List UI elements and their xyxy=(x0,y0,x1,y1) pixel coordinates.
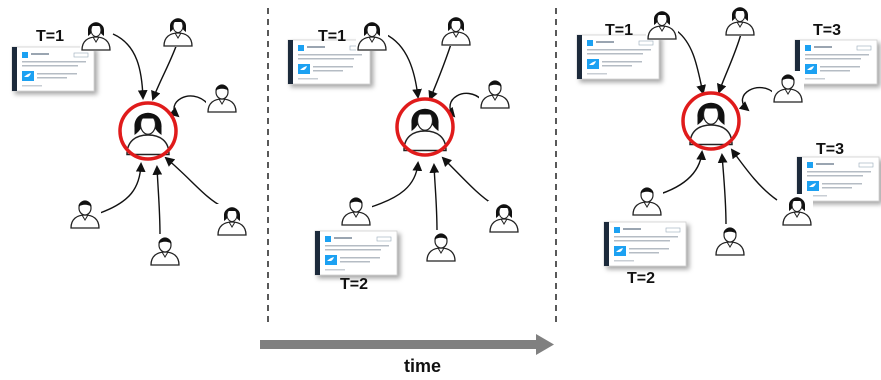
person-female-p3-2 xyxy=(724,4,756,36)
central-user-p2 xyxy=(395,97,455,157)
arrow-p3-from-top-left xyxy=(676,30,706,95)
person-male-p2-2 xyxy=(340,194,372,226)
person-male-p1-3 xyxy=(149,234,181,266)
tweet-card-p2-t2 xyxy=(314,230,398,276)
tweet-card-p3-t1 xyxy=(576,34,660,80)
person-female-p3-3 xyxy=(781,194,813,226)
highlight-ring xyxy=(681,91,741,151)
time-label-panel3-t1: T=1 xyxy=(605,22,634,39)
time-label-panel2-t2: T=2 xyxy=(340,276,369,293)
time-label-panel2-t1: T=1 xyxy=(318,28,347,45)
central-user-p1 xyxy=(118,101,178,161)
person-female-p1-2 xyxy=(162,15,194,47)
person-male-p3-2 xyxy=(631,184,663,216)
timeline-label: time xyxy=(404,356,442,376)
person-male-p3-3 xyxy=(714,224,746,256)
person-male-p2-1 xyxy=(479,77,511,109)
person-female-p2-2 xyxy=(440,14,472,46)
person-male-p1-1 xyxy=(206,81,238,113)
arrow-p3-from-bottom-right xyxy=(730,148,778,201)
tweet-card-p1-t1 xyxy=(11,46,95,92)
arrow-p1-from-bottom-right xyxy=(164,156,224,208)
time-label-panel3-t3-bottom: T=3 xyxy=(816,141,845,158)
time-label-panel3-t3-top: T=3 xyxy=(813,22,842,39)
arrow-p1-from-right xyxy=(168,95,209,118)
person-female-p1-1 xyxy=(80,19,112,51)
time-label-panel1-t1: T=1 xyxy=(36,28,65,45)
timeline-arrow xyxy=(260,334,554,355)
arrow-p3-from-right xyxy=(738,87,776,112)
central-user-p3 xyxy=(681,91,741,151)
arrow-p2-from-top-right xyxy=(428,37,454,101)
person-female-p1-3 xyxy=(216,204,248,236)
tweet-card-p3-t3-top xyxy=(794,39,878,85)
arrow-p3-from-top-right xyxy=(716,33,742,94)
arrow-p2-from-bottom-right xyxy=(441,156,495,206)
person-female-p2-3 xyxy=(488,201,520,233)
arrow-p1-from-bottom xyxy=(152,165,163,236)
person-male-p1-2 xyxy=(69,197,101,229)
arrow-p1-from-top-left xyxy=(112,33,148,100)
person-female-p3-1 xyxy=(646,8,678,40)
tweet-card-p3-t2 xyxy=(603,221,687,267)
arrow-p1-from-top-right xyxy=(151,37,180,101)
arrow-p1-from-left xyxy=(99,162,146,214)
person-male-p3-1 xyxy=(772,71,804,103)
highlight-ring xyxy=(118,101,178,161)
arrow-p3-from-bottom xyxy=(717,153,728,226)
person-male-p2-3 xyxy=(425,230,457,262)
arrow-p2-from-bottom xyxy=(429,163,440,233)
tweet-card-p3-t3-bottom xyxy=(796,156,880,202)
time-label-panel3-t2: T=2 xyxy=(627,270,656,287)
arrow-p2-from-right xyxy=(445,92,483,118)
highlight-ring xyxy=(395,97,455,157)
arrow-p2-from-left xyxy=(367,161,423,209)
arrow-p2-from-top-left xyxy=(384,33,422,99)
person-female-p2-1 xyxy=(356,19,388,51)
